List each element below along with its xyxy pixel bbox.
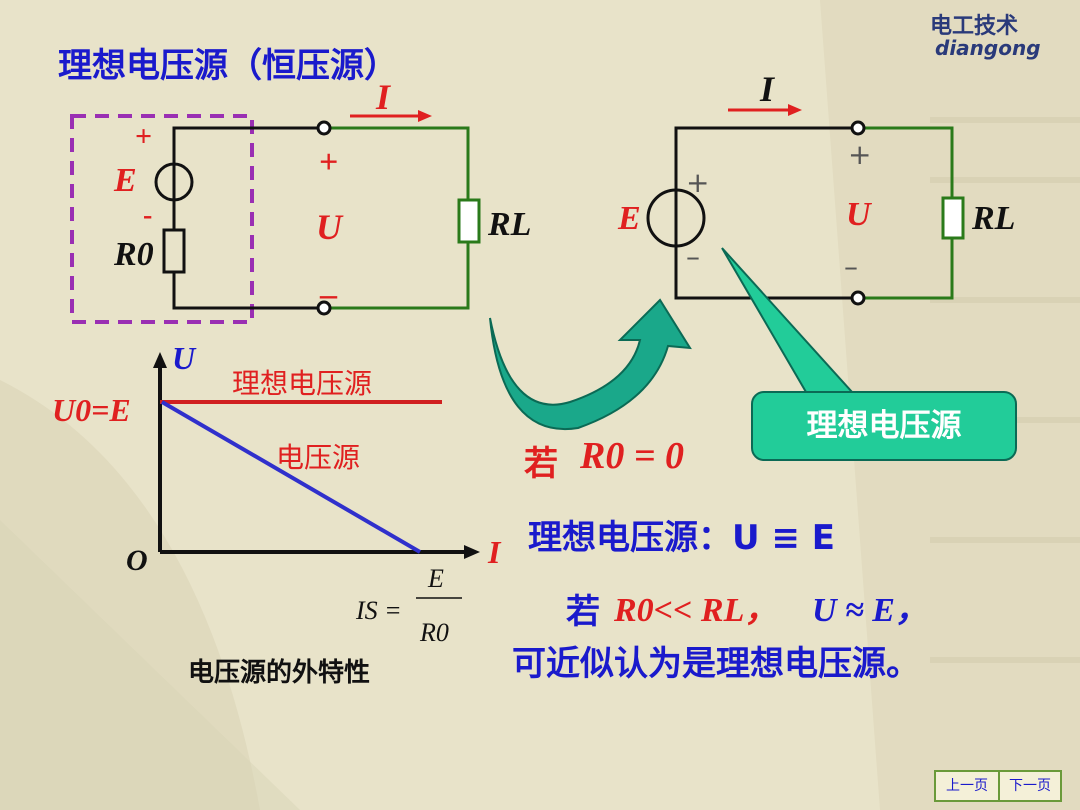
output-minus-label: – [320, 276, 337, 313]
source-plus-right: + [686, 166, 710, 199]
transition-arrow [489, 298, 692, 431]
condition2-prefix: 若 [566, 592, 600, 632]
y-axis-label: U [172, 340, 196, 376]
r0-label: R0 [114, 236, 154, 273]
source-minus-right: – [686, 240, 700, 273]
real-source-line-label: 电压源 [276, 441, 361, 474]
condition1-prefix: 若 [524, 444, 558, 484]
output-plus-label: + [319, 144, 339, 181]
page-title: 理想电压源（恒压源） [58, 46, 398, 86]
load-rl-label-left: RL [488, 206, 532, 243]
logo-text: 电工技术 [930, 14, 1019, 39]
condition1-expression: R0 = 0 [580, 435, 684, 477]
origin-label: O [126, 544, 148, 577]
load-rl-label-right: RL [972, 200, 1016, 237]
current-label-right: I [760, 69, 775, 109]
statement2: 可近似认为是理想电压源。 [512, 644, 920, 684]
characteristic-graph [153, 352, 480, 599]
voltage-u-label-right: U [846, 196, 871, 233]
ideal-source-line-label: 理想电压源 [232, 367, 373, 400]
voltage-u-label-left: U [316, 207, 342, 247]
statement1: 理想电压源：U ≡ E [528, 518, 835, 558]
condition2-tail: U ≈ E， [812, 592, 929, 629]
prev-page-button[interactable]: 上一页 [934, 770, 1000, 802]
callout-pointer [721, 247, 855, 393]
callout-text: 理想电压源 [806, 408, 962, 444]
output-plus-right: + [848, 138, 872, 171]
condition2-expression: R0<< RL， [614, 592, 779, 629]
y-intercept-label: U0=E [52, 392, 131, 428]
right-circuit [646, 104, 965, 306]
output-minus-right: – [844, 250, 858, 283]
source-e-label: E [114, 162, 137, 199]
source-boundary-box [70, 114, 254, 324]
load-resistor-symbol [457, 198, 481, 244]
logo-subtext: diangong [935, 36, 1041, 60]
fraction-numerator: E [428, 564, 444, 593]
left-circuit [70, 110, 481, 324]
x-axis-label: I [488, 534, 501, 570]
current-label-left: I [376, 77, 391, 117]
internal-resistor-symbol [162, 228, 186, 274]
graph-caption: 电压源的外特性 [188, 658, 371, 688]
callout-box [751, 391, 1017, 461]
source-plus-label: + [135, 120, 153, 153]
fraction-denominator: R0 [420, 618, 449, 647]
next-page-button[interactable]: 下一页 [998, 770, 1062, 802]
source-e-label-right: E [618, 200, 641, 237]
is-label: IS = [356, 596, 402, 625]
load-resistor-symbol-right [941, 196, 965, 240]
source-minus-label: - [143, 200, 153, 231]
real-source-line [160, 400, 422, 554]
